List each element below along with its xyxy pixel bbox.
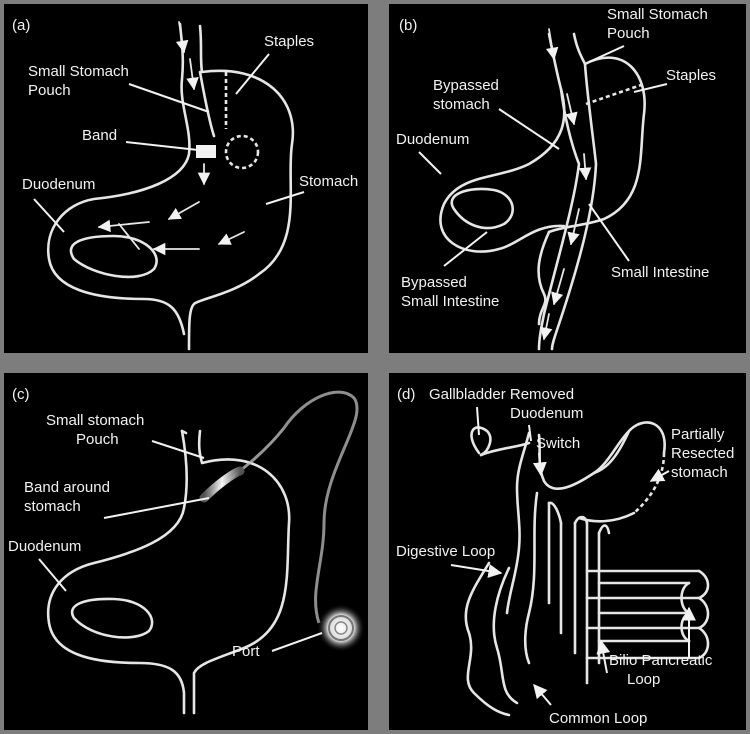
label-pouch-line2: Pouch [76, 431, 119, 448]
leader-pouch [128, 83, 210, 113]
leader-bypassed-stomach [498, 108, 560, 150]
leader-gallbladder [476, 406, 480, 436]
panel-a-stomach-outline [46, 22, 295, 351]
label-stomach: Stomach [299, 173, 358, 190]
label-duodenum: Duodenum [8, 538, 81, 555]
panel-d-diagram: (d) Gallbladder Removed Duodenum Switch … [396, 386, 734, 727]
label-duodenum: Duodenum [510, 405, 583, 422]
band-around-stomach [199, 466, 245, 503]
band-tubing [199, 390, 359, 624]
leader-duodenum [38, 558, 67, 592]
leader-band [103, 497, 210, 519]
leader-stomach [265, 191, 305, 205]
leader-duodenum [33, 198, 65, 233]
label-digestive-loop: Digestive Loop [396, 543, 495, 560]
label-port: Port [232, 643, 260, 660]
panel-b-stomach-outline [439, 32, 646, 351]
leader-duodenum [418, 151, 442, 175]
label-bypassed-stomach-line2: stomach [433, 96, 490, 113]
label-band-line1: Band around [24, 479, 110, 496]
leader-small-intestine [588, 203, 630, 262]
port [317, 604, 365, 652]
panel-c-stomach-outline [46, 429, 291, 715]
label-pouch-line1: Small Stomach [28, 63, 129, 80]
panel-a-adjustable-band: (a) Staples Small Stomach Pouch Band Duo… [4, 4, 368, 353]
label-band: Band [82, 127, 117, 144]
panel-a-tag: (a) [12, 17, 30, 34]
arrow-digestive-loop [450, 564, 503, 578]
panel-d-tag: (d) [397, 386, 415, 403]
label-band-line2: stomach [24, 498, 81, 515]
label-resected-line3: stomach [671, 464, 728, 481]
label-resected-line2: Resected [671, 445, 734, 462]
leader-pouch [588, 45, 625, 63]
label-small-intestine: Small Intestine [611, 264, 709, 281]
food-flow-arrows [97, 21, 245, 256]
label-bilio-line1: Bilio Pancreatic [609, 652, 713, 669]
arrow-bilio-1 [596, 639, 611, 674]
label-duodenum: Duodenum [22, 176, 95, 193]
label-staples: Staples [264, 33, 314, 50]
panel-d-duodenal-switch: (d) Gallbladder Removed Duodenum Switch … [389, 373, 746, 730]
leader-staples [235, 53, 270, 95]
label-bypassed-si-line1: Bypassed [401, 274, 467, 291]
label-gallbladder: Gallbladder Removed [429, 386, 574, 403]
label-common-loop: Common Loop [549, 710, 647, 727]
arrow-resected [649, 468, 670, 482]
panel-b-tag: (b) [399, 17, 417, 34]
panel-c-diagram: (c) Small stomach Pouch Band around stom… [8, 386, 365, 715]
arrow-common-loop [533, 683, 552, 706]
gastric-band [196, 145, 216, 158]
leader-port [271, 632, 323, 652]
label-bypassed-stomach-line1: Bypassed [433, 77, 499, 94]
label-bilio-line2: Loop [627, 671, 660, 688]
label-pouch-line1: Small Stomach [607, 6, 708, 23]
leader-pouch [151, 440, 205, 459]
label-pouch-line2: Pouch [607, 25, 650, 42]
label-switch: Switch [536, 435, 580, 452]
label-pouch-line1: Small stomach [46, 412, 144, 429]
label-staples: Staples [666, 67, 716, 84]
arrow-switch [532, 452, 547, 477]
flow-arrows [540, 28, 592, 341]
leader-duodenum [528, 424, 532, 442]
gallbladder [470, 426, 492, 457]
leader-staples [633, 83, 668, 93]
panel-b-gastric-bypass: (b) Small Stomach Pouch Bypassed stomach… [389, 4, 746, 353]
panel-a-diagram: (a) Staples Small Stomach Pouch Band Duo… [12, 17, 358, 351]
label-duodenum: Duodenum [396, 131, 469, 148]
panel-d-organs [464, 421, 710, 717]
label-bypassed-si-line2: Small Intestine [401, 293, 499, 310]
label-resected-line1: Partially [671, 426, 725, 443]
panel-c-tag: (c) [12, 386, 30, 403]
label-pouch-line2: Pouch [28, 82, 71, 99]
panel-b-diagram: (b) Small Stomach Pouch Bypassed stomach… [396, 6, 716, 351]
panel-c-sleeve-band: (c) Small stomach Pouch Band around stom… [4, 373, 368, 730]
leader-bypassed-si [443, 231, 488, 267]
leader-band [125, 141, 199, 151]
